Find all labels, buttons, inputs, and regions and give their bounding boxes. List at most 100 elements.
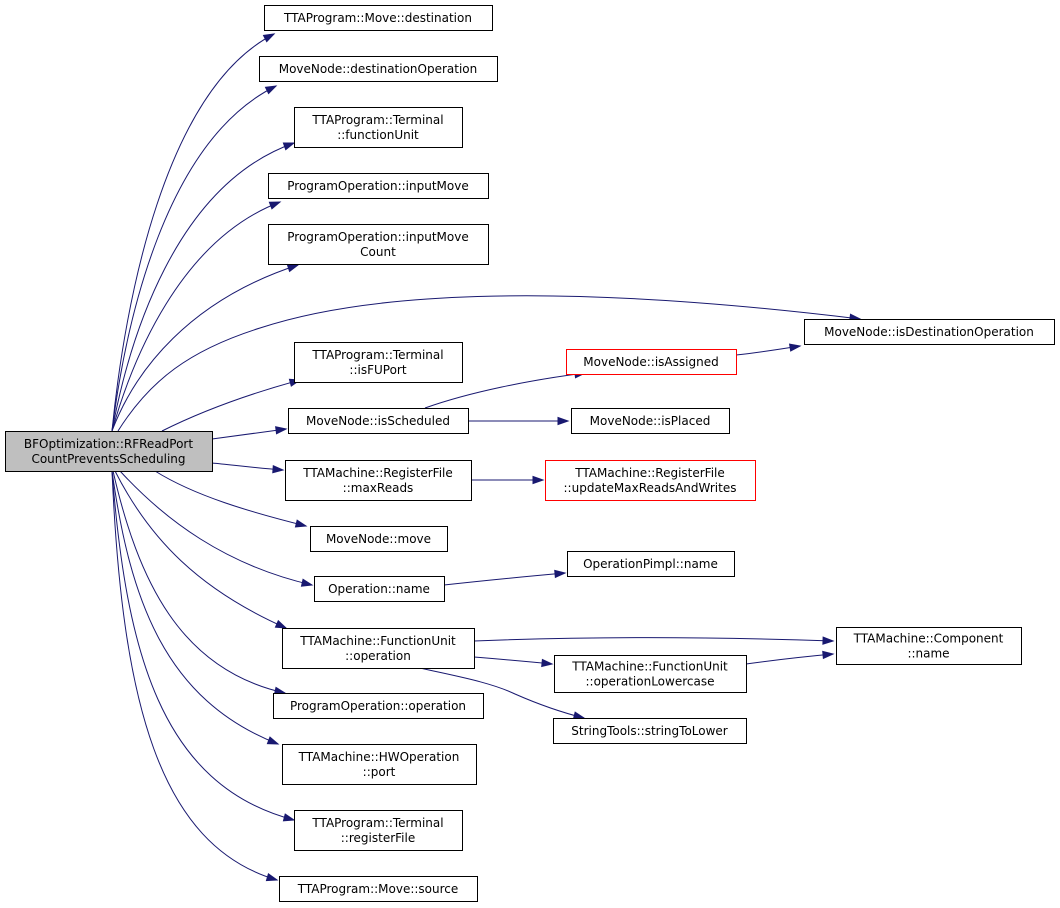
node-label: CountPreventsScheduling [31, 452, 185, 466]
edge-operation_name-to-operationpimpl_name [443, 569, 567, 586]
edge-arrowhead [266, 736, 280, 745]
edge-line [111, 264, 299, 432]
node-programoperation_inputMove[interactable]: ProgramOperation::inputMove [268, 173, 489, 199]
edge-root-to-move_source [111, 470, 279, 882]
edge-line [111, 33, 275, 432]
node-box [294, 810, 463, 851]
node-box [285, 460, 472, 501]
edge-functionunit_operation-to-functionunit_operationLowercase [473, 656, 554, 668]
edge-line [111, 470, 278, 881]
edge-arrowhead [532, 475, 545, 485]
node-label: TTAProgram::Terminal [311, 348, 443, 362]
node-label: TTAMachine::HWOperation [298, 750, 460, 764]
node-functionunit_operationLowercase[interactable]: TTAMachine::FunctionUnit::operationLower… [554, 655, 747, 693]
node-label: MoveNode::destinationOperation [279, 62, 478, 76]
node-label: BFOptimization::RFReadPort [24, 437, 193, 451]
node-label: ::registerFile [341, 831, 415, 845]
edge-registerfile_maxReads-to-registerfile_updateMaxReadsAndWrites [471, 475, 545, 485]
node-label: ::functionUnit [337, 128, 419, 142]
edge-line [745, 653, 834, 665]
node-box [804, 319, 1055, 345]
node-registerfile_updateMaxReadsAndWrites[interactable]: TTAMachine::RegisterFile::updateMaxReads… [545, 460, 756, 501]
node-label: TTAProgram::Terminal [311, 816, 443, 830]
edge-arrowhead [282, 813, 296, 822]
node-movenode_destinationOperation[interactable]: MoveNode::destinationOperation [259, 56, 498, 82]
node-terminal_registerFile[interactable]: TTAProgram::Terminal::registerFile [294, 810, 463, 851]
edge-movenode_isAssigned-to-movenode_isDestinationOperation [735, 343, 802, 356]
edge-line [419, 667, 585, 719]
edge-line [211, 428, 287, 440]
node-label: OperationPimpl::name [583, 557, 718, 571]
node-stringtools_stringToLower[interactable]: StringTools::stringToLower [553, 718, 747, 744]
node-label: ::maxReads [343, 481, 414, 495]
node-label: StringTools::stringToLower [571, 724, 728, 738]
node-hwoperation_port[interactable]: TTAMachine::HWOperation::port [282, 744, 477, 785]
edge-root-to-movenode_move [154, 470, 308, 528]
node-label: ::operation [345, 649, 411, 663]
edge-line [473, 637, 834, 642]
node-label: ProgramOperation::inputMove [287, 230, 468, 244]
node-movenode_isPlaced[interactable]: MoveNode::isPlaced [571, 408, 730, 434]
node-label: MoveNode::move [326, 532, 431, 546]
nodes-layer: BFOptimization::RFReadPortCountPreventsS… [5, 5, 1055, 902]
edge-arrowhead [274, 619, 288, 629]
node-box [268, 173, 489, 199]
edge-arrowhead [265, 873, 279, 882]
edge-root-to-terminal_registerFile [111, 470, 296, 822]
node-label: ::isFUPort [349, 363, 406, 377]
node-label: ::operationLowercase [586, 675, 715, 689]
edge-arrowhead [572, 711, 586, 720]
edge-root-to-functionunit_operation [114, 470, 288, 629]
node-label: TTAMachine::FunctionUnit [571, 660, 728, 674]
node-label: Operation::name [328, 582, 430, 596]
node-operation_name[interactable]: Operation::name [314, 576, 445, 602]
node-terminal_functionUnit[interactable]: TTAProgram::Terminal::functionUnit [294, 107, 463, 148]
node-move_destination[interactable]: TTAProgram::Move::destination [264, 5, 493, 31]
edge-functionunit_operation-to-stringtools_stringToLower [419, 667, 586, 720]
edge-line [443, 572, 566, 586]
node-label: TTAProgram::Terminal [311, 113, 443, 127]
node-component_name[interactable]: TTAMachine::Component::name [836, 627, 1022, 665]
edges-layer [111, 33, 862, 882]
node-label: ProgramOperation::operation [290, 699, 466, 713]
edge-arrowhead [282, 142, 296, 151]
node-move_source[interactable]: TTAProgram::Move::source [279, 876, 478, 902]
node-box [282, 744, 477, 785]
edge-arrowhead [822, 636, 835, 645]
edge-root-to-terminal_functionUnit [111, 142, 296, 432]
edge-movenode_isScheduled-to-movenode_isPlaced [467, 416, 570, 426]
node-box [310, 526, 448, 552]
node-terminal_isFUPort[interactable]: TTAProgram::Terminal::isFUPort [294, 342, 463, 383]
node-movenode_move[interactable]: MoveNode::move [310, 526, 448, 552]
node-box [264, 5, 493, 31]
node-box [259, 56, 498, 82]
node-registerfile_maxReads[interactable]: TTAMachine::RegisterFile::maxReads [285, 460, 472, 501]
node-root[interactable]: BFOptimization::RFReadPortCountPreventsS… [5, 431, 213, 472]
edge-line [111, 470, 295, 821]
node-movenode_isScheduled[interactable]: MoveNode::isScheduled [288, 408, 469, 434]
node-label: ProgramOperation::inputMove [287, 179, 468, 193]
node-box [273, 693, 484, 719]
edge-root-to-programoperation_operation [112, 470, 287, 695]
node-programoperation_operation[interactable]: ProgramOperation::operation [273, 693, 484, 719]
edge-root-to-programoperation_inputMove [111, 201, 282, 432]
node-label: ::port [363, 765, 396, 779]
node-label: Count [360, 245, 396, 259]
edge-line [161, 379, 301, 432]
edge-functionunit_operation-to-component_name [473, 636, 835, 645]
node-movenode_isAssigned[interactable]: MoveNode::isAssigned [566, 349, 737, 375]
node-box [571, 408, 730, 434]
node-functionunit_operation[interactable]: TTAMachine::FunctionUnit::operation [282, 628, 475, 669]
edge-root-to-operation_name [119, 470, 314, 587]
node-box [566, 349, 737, 375]
node-operationpimpl_name[interactable]: OperationPimpl::name [567, 551, 735, 577]
edge-arrowhead [788, 343, 802, 352]
edge-arrowhead [268, 201, 282, 210]
node-label: TTAMachine::RegisterFile [574, 466, 725, 480]
node-movenode_isDestinationOperation[interactable]: MoveNode::isDestinationOperation [804, 319, 1055, 345]
node-label: TTAProgram::Move::source [297, 882, 459, 896]
edge-arrowhead [822, 650, 835, 660]
node-box [288, 408, 469, 434]
